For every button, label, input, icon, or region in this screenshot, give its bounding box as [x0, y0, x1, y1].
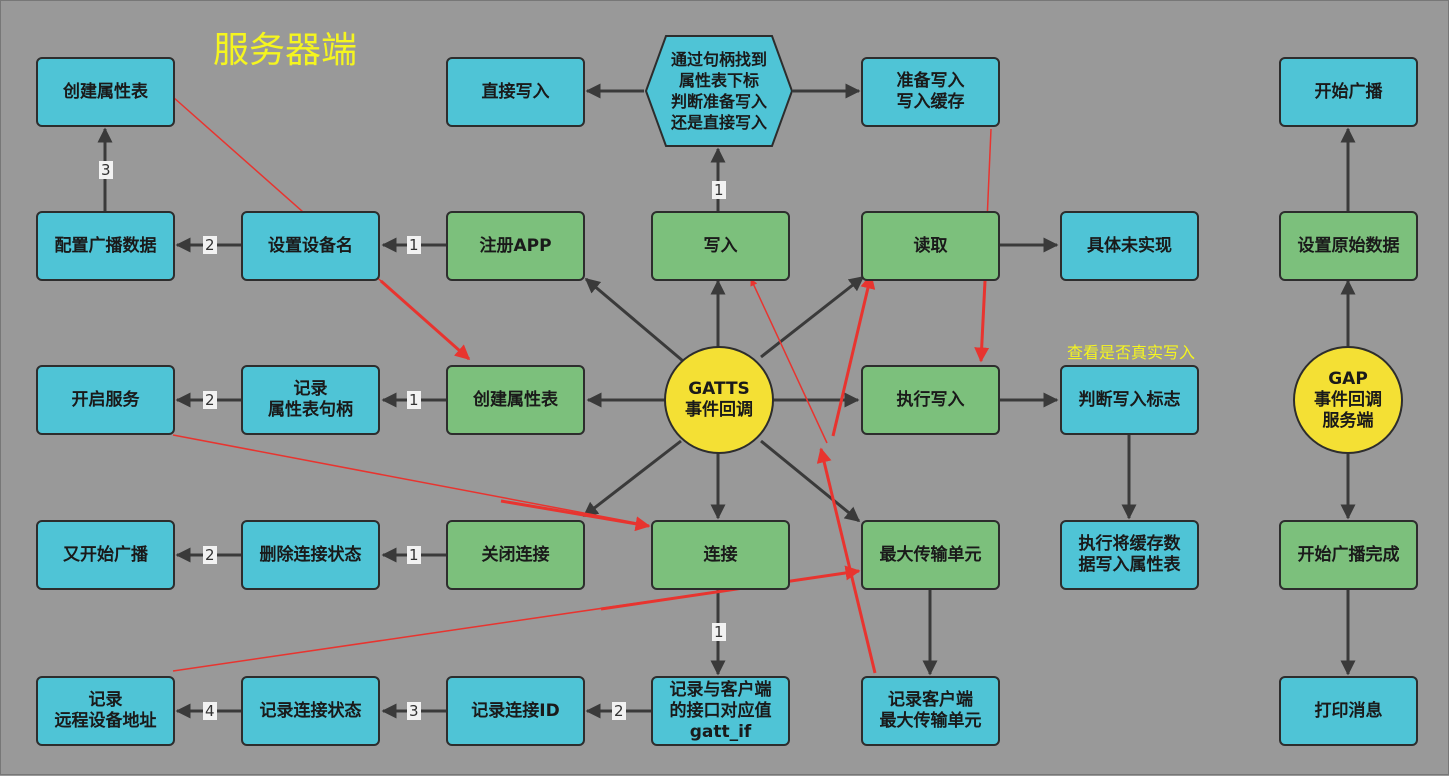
step-label: 1: [712, 623, 726, 641]
node-restart-adv: 又开始广播: [36, 520, 175, 590]
node-register-app: 注册APP: [446, 211, 585, 281]
node-gap-adv-complete: 开始广播完成: [1279, 520, 1418, 590]
gatts-event-callback: GATTS 事件回调: [664, 346, 774, 454]
step-label: 2: [203, 236, 217, 254]
arrow-center-read: [760, 275, 865, 359]
gap-event-callback: GAP 事件回调 服务端: [1293, 346, 1403, 454]
node-close-conn: 关闭连接: [446, 520, 585, 590]
node-gap-print-msg: 打印消息: [1279, 676, 1418, 746]
hexagon-shape: [644, 34, 794, 148]
node-adv-config: 配置广播数据: [36, 211, 175, 281]
node-not-implemented: 具体未实现: [1060, 211, 1199, 281]
step-label: 2: [203, 546, 217, 564]
arrow-center-close: [582, 439, 682, 518]
step-label: 1: [407, 236, 421, 254]
step-label: 1: [407, 546, 421, 564]
red-link-service-connect: [172, 434, 648, 526]
node-start-service: 开启服务: [36, 365, 175, 435]
node-judge-write-flag: 判断写入标志: [1060, 365, 1199, 435]
node-mtu: 最大传输单元: [861, 520, 1000, 590]
red-link-to-write: [750, 278, 828, 444]
node-prepare-write: 准备写入 写入缓存: [861, 57, 1000, 127]
node-create-table-top: 创建属性表: [36, 57, 175, 127]
node-record-client-mtu: 记录客户端 最大传输单元: [861, 676, 1000, 746]
annotation-note: 查看是否真实写入: [1067, 343, 1196, 362]
arrow-center-register: [584, 277, 684, 363]
node-read: 读取: [861, 211, 1000, 281]
node-set-device-name: 设置设备名: [241, 211, 380, 281]
node-delete-conn-state: 删除连接状态: [241, 520, 380, 590]
diagram-title: 服务器端: [213, 30, 358, 71]
node-gap-start-adv: 开始广播: [1279, 57, 1418, 127]
red-link-clientmtu-up: [816, 447, 877, 674]
arrow-center-mtu: [760, 439, 861, 523]
step-label: 1: [407, 391, 421, 409]
node-record-gatt-if: 记录与客户端 的接口对应值 gatt_if: [651, 676, 790, 746]
step-label: 2: [203, 391, 217, 409]
node-record-handle: 记录 属性表句柄: [241, 365, 380, 435]
step-label: 2: [612, 702, 626, 720]
node-direct-write: 直接写入: [446, 57, 585, 127]
node-handle-lookup: 通过句柄找到 属性表下标 判断准备写入 还是直接写入: [670, 50, 767, 132]
node-connect: 连接: [651, 520, 790, 590]
node-exec-buffer-write: 执行将缓存数 据写入属性表: [1060, 520, 1199, 590]
node-exec-write: 执行写入: [861, 365, 1000, 435]
hexagon-outline: [644, 35, 794, 147]
node-record-conn-id: 记录连接ID: [446, 676, 585, 746]
step-label: 3: [407, 702, 421, 720]
node-record-remote-addr: 记录 远程设备地址: [36, 676, 175, 746]
step-label: 4: [203, 702, 217, 720]
node-gap-set-raw-data: 设置原始数据: [1279, 211, 1418, 281]
step-label: 1: [712, 181, 726, 199]
node-write: 写入: [651, 211, 790, 281]
node-create-table: 创建属性表: [446, 365, 585, 435]
node-record-conn-state: 记录连接状态: [241, 676, 380, 746]
step-label: 3: [99, 161, 113, 179]
red-link-to-read: [831, 273, 876, 437]
